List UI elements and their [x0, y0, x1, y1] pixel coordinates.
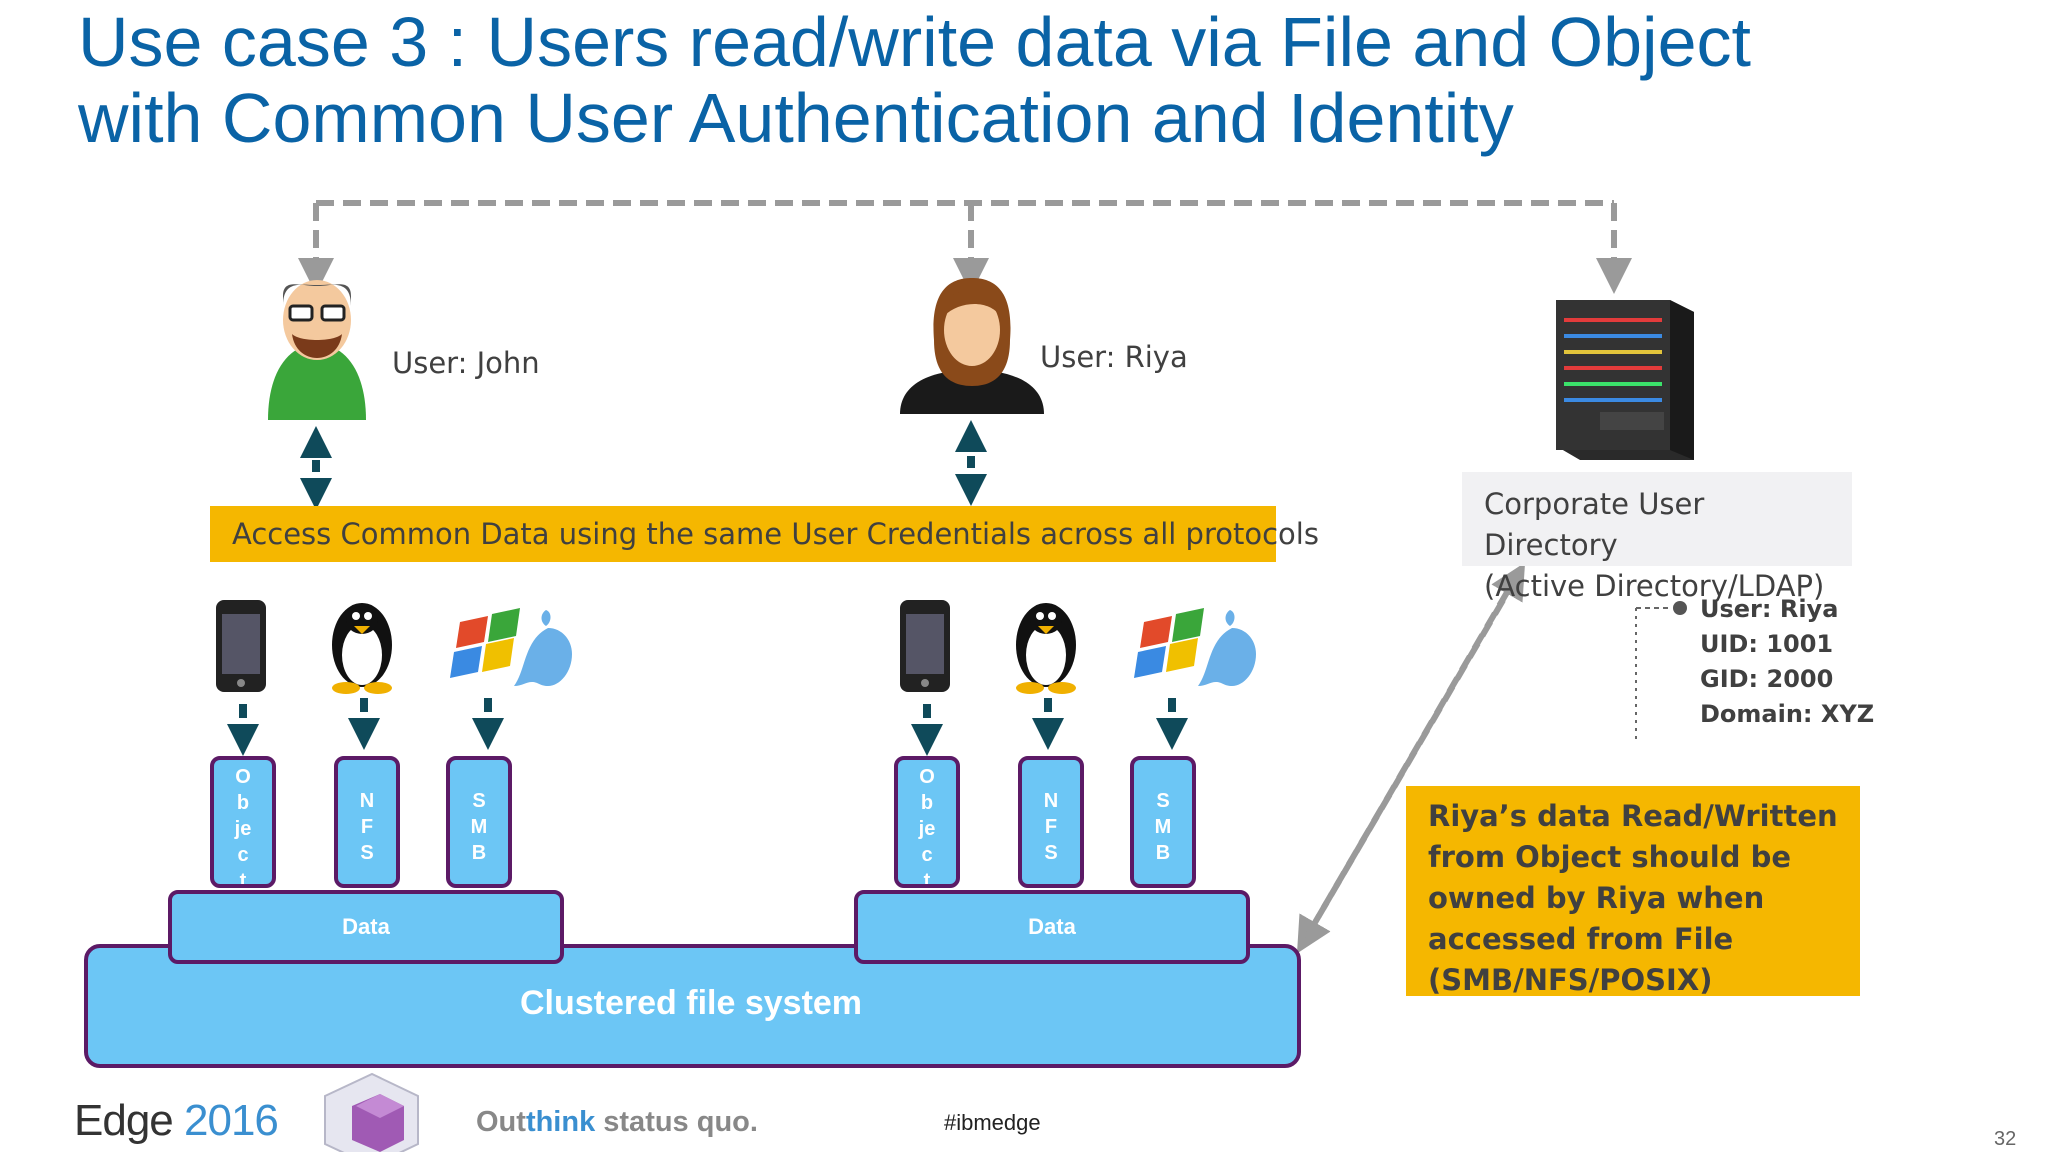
- proto-char: M: [1154, 816, 1172, 838]
- proto-char: F: [360, 816, 374, 838]
- edge-logo-text: Edge 2016: [74, 1096, 279, 1146]
- title-line-1: Use case 3 : Users read/write data via F…: [78, 3, 1751, 81]
- server-icon: [1556, 300, 1694, 460]
- proto-char: c: [237, 844, 249, 866]
- attribute-gid: GID: 2000: [1700, 665, 1834, 693]
- proto-char: b: [236, 792, 250, 814]
- note-line: from Object should be: [1428, 840, 1792, 874]
- smartphone-icon: [900, 600, 950, 692]
- clustered-file-system-label: Clustered file system: [520, 984, 863, 1022]
- proto-char: je: [234, 818, 252, 840]
- windows-apple-icon: [450, 608, 572, 686]
- proto-char: S: [1044, 842, 1058, 864]
- clustered-file-system-block: [84, 944, 1301, 1068]
- tagline-out: Out: [476, 1106, 526, 1138]
- edge-year: 2016: [184, 1096, 279, 1145]
- windows-apple-icon: [1134, 608, 1256, 686]
- protocol-nfs-right: N F S: [1018, 756, 1084, 888]
- proto-char: M: [470, 816, 488, 838]
- note-line: owned by Riya when: [1428, 881, 1765, 915]
- proto-char: F: [1044, 816, 1058, 838]
- proto-char: N: [359, 790, 375, 812]
- note-line: Riya’s data Read/Written: [1428, 799, 1838, 833]
- hashtag: #ibmedge: [944, 1110, 1041, 1135]
- protocol-object-left: O b je c t: [210, 756, 276, 888]
- protocol-arrows: [227, 698, 1188, 756]
- user-label-john: User: John: [392, 346, 540, 380]
- edge-word: Edge: [74, 1096, 174, 1145]
- user-label-riya: User: Riya: [1040, 340, 1188, 374]
- proto-char: c: [921, 844, 933, 866]
- user-attributes: User: Riya UID: 1001 GID: 2000 Domain: X…: [1700, 592, 1874, 732]
- smartphone-icon: [216, 600, 266, 692]
- proto-char: S: [1156, 790, 1170, 812]
- attribute-user: User: Riya: [1700, 595, 1839, 623]
- page-title: Use case 3 : Users read/write data via F…: [78, 4, 1978, 156]
- protocol-smb-right: S M B: [1130, 756, 1196, 888]
- attribute-uid: UID: 1001: [1700, 630, 1834, 658]
- proto-char: t: [239, 870, 247, 888]
- female-user-icon: [900, 278, 1044, 414]
- common-credentials-banner: Access Common Data using the same User C…: [210, 506, 1319, 562]
- directory-line: Directory: [1484, 528, 1618, 562]
- proto-char: S: [360, 842, 374, 864]
- tagline: Outthink status quo.: [476, 1106, 758, 1139]
- page-number: 32: [1994, 1128, 2017, 1150]
- directory-cluster-connector: [1296, 562, 1526, 954]
- client-group-right: [900, 600, 1256, 694]
- attribute-domain: Domain: XYZ: [1700, 700, 1875, 728]
- proto-char: S: [472, 790, 486, 812]
- ownership-note: Riya’s data Read/Written from Object sho…: [1428, 796, 1848, 1001]
- proto-char: O: [235, 766, 251, 788]
- directory-label: Corporate User Directory (Active Directo…: [1484, 484, 1824, 607]
- directory-line: (Active Directory/LDAP): [1484, 569, 1825, 603]
- data-block-right: Data: [854, 890, 1250, 964]
- note-line: (SMB/NFS/POSIX): [1428, 963, 1713, 997]
- directory-line: Corporate User: [1484, 487, 1705, 521]
- ownership-note-box: [1406, 786, 1860, 996]
- data-block-left: Data: [168, 890, 564, 964]
- tagline-rest: status quo.: [595, 1106, 758, 1138]
- edge-cube-logo: [324, 1072, 419, 1152]
- proto-char: B: [1155, 842, 1171, 864]
- tagline-think: think: [525, 1106, 596, 1138]
- proto-char: t: [923, 870, 931, 888]
- proto-char: b: [920, 792, 934, 814]
- proto-char: je: [918, 818, 936, 840]
- note-line: accessed from File: [1428, 922, 1734, 956]
- directory-label-box: [1462, 472, 1852, 566]
- client-group-left: [216, 600, 572, 694]
- protocol-smb-left: S M B: [446, 756, 512, 888]
- protocol-nfs-left: N F S: [334, 756, 400, 888]
- proto-char: B: [471, 842, 487, 864]
- attribute-connector: [1635, 601, 1687, 744]
- male-user-icon: [268, 280, 366, 420]
- proto-char: O: [919, 766, 935, 788]
- proto-char: N: [1043, 790, 1059, 812]
- linux-penguin-icon: [332, 603, 392, 694]
- protocol-object-right: O b je c t: [894, 756, 960, 888]
- title-line-2: with Common User Authentication and Iden…: [78, 79, 1514, 157]
- top-connector: [298, 200, 1632, 294]
- linux-penguin-icon: [1016, 603, 1076, 694]
